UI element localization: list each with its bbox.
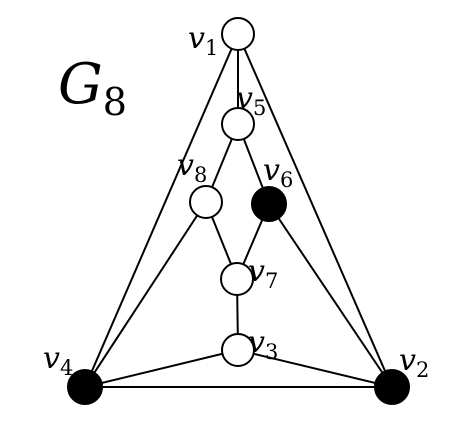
vertex-subscript: 2	[416, 358, 429, 382]
graph-label: G8	[58, 52, 127, 124]
vertex-label-v1: v1	[188, 21, 218, 60]
vertex-subscript: 6	[280, 168, 293, 192]
vertex-label-v6: v6	[263, 153, 293, 192]
vertex-v2	[374, 369, 410, 405]
vertex-label-v4: v4	[43, 341, 73, 380]
vertex-subscript: 5	[253, 96, 266, 120]
vertex-letter: v	[43, 341, 60, 376]
vertex-letter: v	[248, 325, 265, 360]
vertex-label-v5: v5	[236, 81, 266, 120]
vertex-v3	[221, 333, 255, 367]
graph-name-subscript: 8	[103, 80, 127, 124]
vertex-label-v7: v7	[248, 254, 278, 293]
vertex-v5	[221, 107, 255, 141]
vertex-subscript: 3	[265, 340, 278, 364]
vertex-subscript: 4	[60, 356, 73, 380]
vertex-subscript: 1	[205, 36, 218, 60]
vertex-label-v8: v8	[177, 148, 207, 187]
nodes-layer	[67, 17, 410, 405]
vertex-letter: v	[177, 148, 194, 183]
vertex-subscript: 7	[265, 269, 278, 293]
vertex-subscript: 8	[194, 163, 207, 187]
edge-v8-v4	[84, 201, 207, 388]
vertex-letter: v	[399, 343, 416, 378]
vertex-v8	[189, 185, 223, 219]
graph-name: G	[58, 52, 103, 117]
vertex-v6	[251, 186, 287, 222]
vertex-label-v2: v2	[399, 343, 429, 382]
vertex-label-v3: v3	[248, 325, 278, 364]
vertex-letter: v	[263, 153, 280, 188]
edge-v3-v2	[237, 349, 393, 388]
vertex-letter: v	[188, 21, 205, 56]
edge-v1-v2	[237, 33, 393, 388]
vertex-letter: v	[236, 81, 253, 116]
vertex-v4	[67, 369, 103, 405]
edge-v3-v4	[84, 349, 239, 388]
vertex-letter: v	[248, 254, 265, 289]
vertex-v1	[221, 17, 255, 51]
edge-v1-v4	[84, 33, 239, 388]
edge-v6-v2	[268, 203, 393, 388]
vertex-v7	[220, 262, 254, 296]
